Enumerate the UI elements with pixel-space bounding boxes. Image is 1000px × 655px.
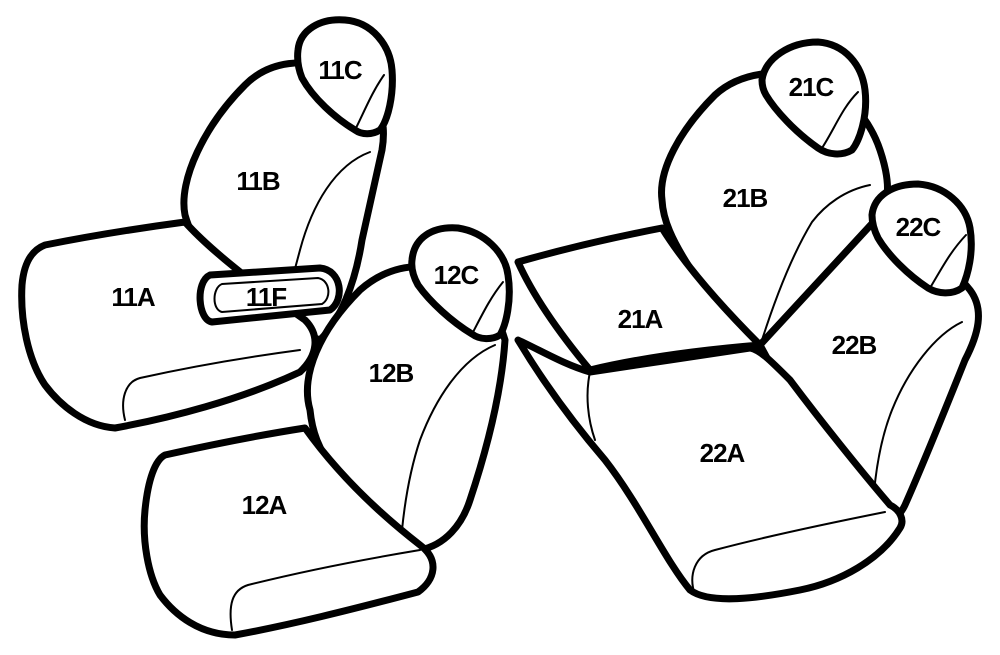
label-21c: 21C [789, 72, 835, 102]
part-12a-cushion[interactable] [140, 424, 437, 639]
label-22b: 22B [832, 330, 877, 360]
label-21b: 21B [723, 183, 768, 213]
label-11b: 11B [236, 166, 279, 196]
label-11c: 11C [318, 55, 362, 85]
label-11f: 11F [246, 282, 286, 312]
part-11c-headrest[interactable] [294, 16, 396, 138]
part-21c-headrest[interactable] [758, 38, 870, 158]
label-22a: 22A [700, 438, 746, 468]
label-12a: 12A [242, 490, 288, 520]
part-11f-armrest[interactable] [196, 264, 343, 326]
part-22c-headrest[interactable] [868, 180, 975, 297]
label-12b: 12B [369, 358, 414, 388]
seat-11 [18, 16, 396, 432]
label-11a: 11A [111, 282, 155, 312]
part-22a-cushion[interactable] [514, 336, 906, 603]
seat-12 [140, 224, 513, 639]
label-21a: 21A [618, 304, 664, 334]
label-12c: 12C [434, 260, 480, 290]
seat-rear-bench [514, 38, 982, 603]
label-22c: 22C [896, 212, 942, 242]
part-21a-cushion[interactable] [514, 224, 764, 374]
